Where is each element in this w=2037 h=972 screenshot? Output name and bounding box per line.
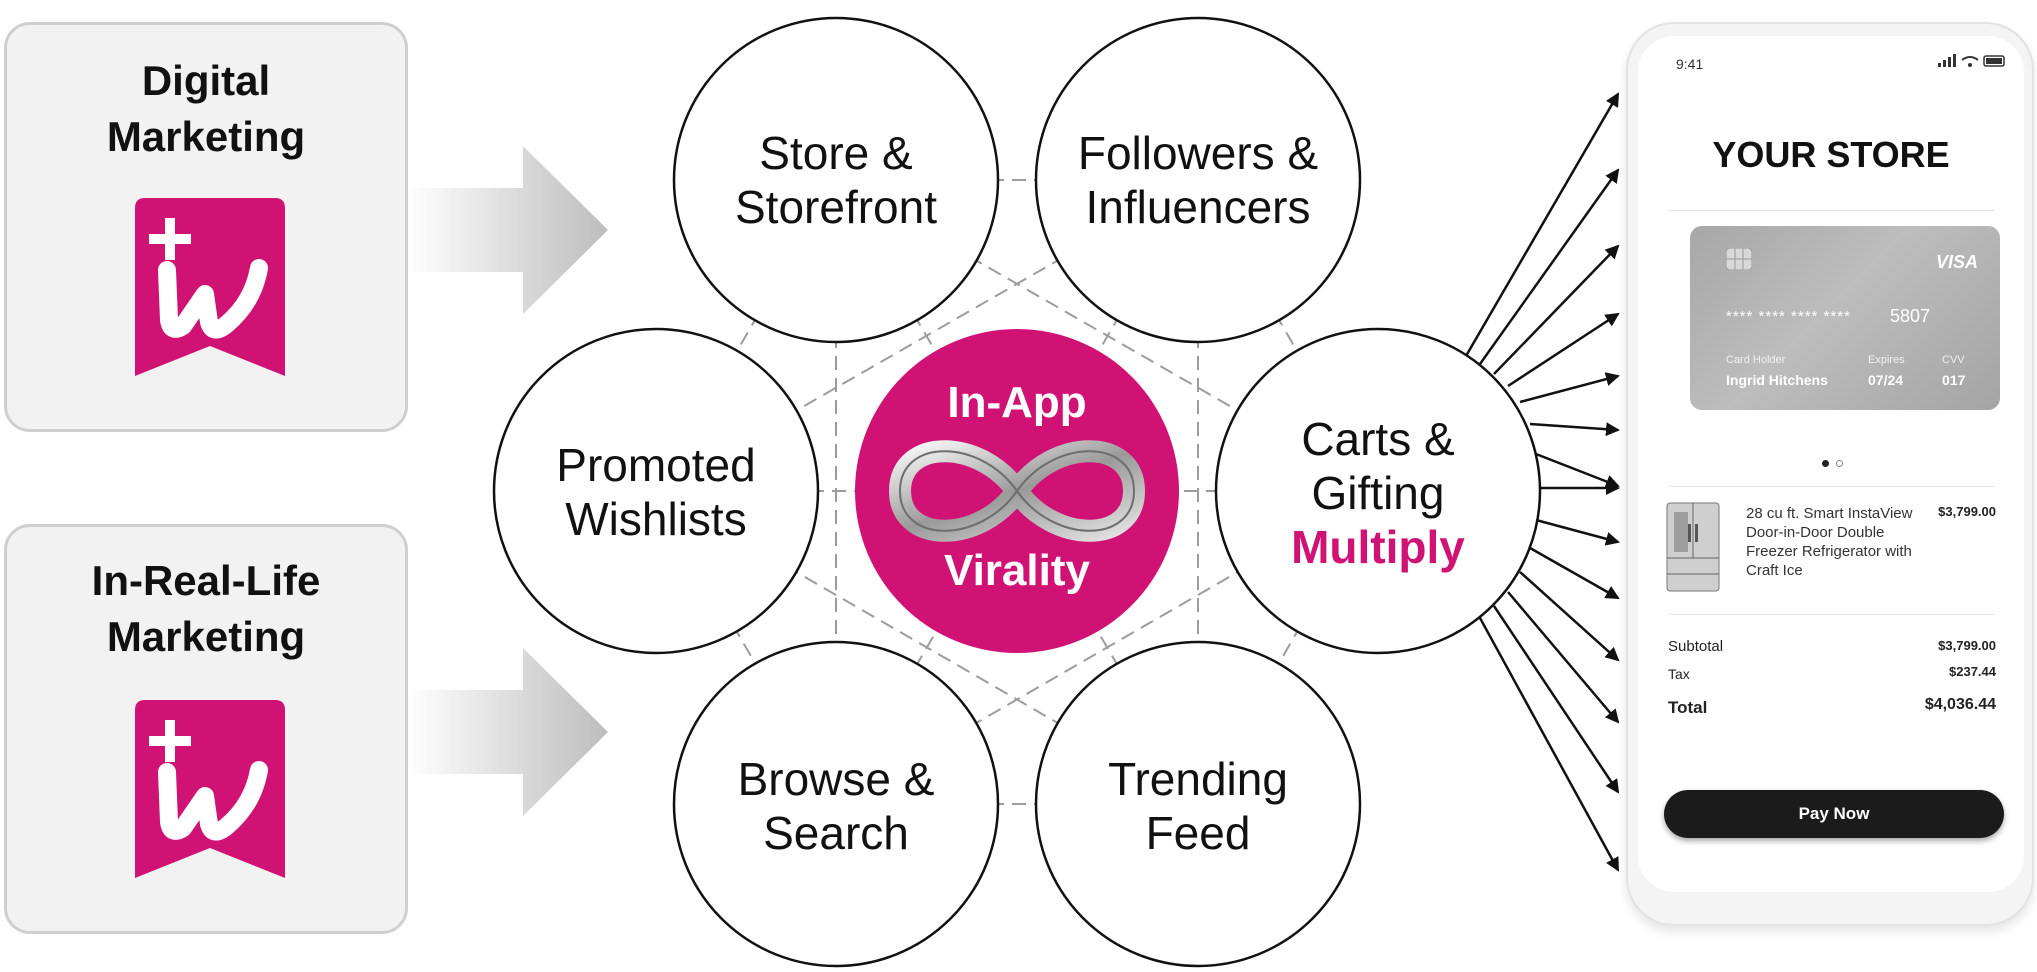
panel-title-line: In-Real-Life xyxy=(91,557,321,604)
divider xyxy=(1668,210,1994,211)
total-label: Total xyxy=(1668,698,1708,717)
store-circle xyxy=(672,16,1000,344)
expires-value: 07/24 xyxy=(1868,372,1904,388)
status-time: 9:41 xyxy=(1676,56,1704,72)
label-line: Influencers xyxy=(1085,181,1311,233)
wishlist-logo-icon xyxy=(135,700,285,878)
digital-marketing-panel: Digital Marketing xyxy=(4,22,408,432)
tax-value: $237.44 xyxy=(1949,664,1996,679)
label-line: Wishlists xyxy=(565,493,747,545)
infinity-icon xyxy=(888,440,1146,542)
carts-label: Carts & Gifting Multiply xyxy=(1218,412,1538,574)
label-line: Search xyxy=(763,807,909,859)
chip-icon xyxy=(1726,248,1752,270)
phone-screen: 9:41 YOUR STORE VISA **** **** **** ****… xyxy=(1638,36,2024,892)
browse-circle xyxy=(672,640,1000,968)
carousel-dot[interactable] xyxy=(1836,460,1843,467)
panel-title-line: Marketing xyxy=(106,113,306,160)
card-last4: 5807 xyxy=(1890,306,1931,326)
right-arrow-icon xyxy=(408,648,608,816)
credit-card[interactable]: VISA **** **** **** **** 5807 Card Holde… xyxy=(1690,226,2000,410)
divider xyxy=(1668,486,1994,487)
browse-label: Browse & Search xyxy=(676,752,996,860)
subtotal-label: Subtotal xyxy=(1668,638,1724,655)
multiply-label: Multiply xyxy=(1291,521,1465,573)
product-line: 28 cu ft. Smart InstaView xyxy=(1746,505,1913,522)
store-title: YOUR STORE xyxy=(1712,134,1950,175)
status-icons xyxy=(1938,54,2005,67)
label-line: Carts & xyxy=(1301,413,1455,465)
wishlist-logo-icon xyxy=(135,198,285,376)
divider xyxy=(1668,614,1994,615)
label-line: Storefront xyxy=(735,181,937,233)
product-price: $3,799.00 xyxy=(1938,504,1996,519)
center-bottom-label: Virality xyxy=(944,546,1090,595)
holder-label: Card Holder xyxy=(1726,354,1786,366)
subtotal-value: $3,799.00 xyxy=(1938,638,1996,653)
carts-circle xyxy=(1214,327,1542,655)
cvv-label: CVV xyxy=(1942,354,1965,366)
card-masked: **** **** **** **** xyxy=(1726,308,1851,325)
product-line: Craft Ice xyxy=(1746,562,1803,579)
label-line: Trending xyxy=(1108,753,1288,805)
trending-label: Trending Feed xyxy=(1038,752,1358,860)
followers-label: Followers & Influencers xyxy=(1038,126,1358,234)
irl-marketing-panel: In-Real-Life Marketing xyxy=(4,524,408,934)
expires-label: Expires xyxy=(1868,354,1905,366)
phone-mockup: 9:41 YOUR STORE VISA **** **** **** ****… xyxy=(1626,22,2034,926)
visa-logo: VISA xyxy=(1935,252,1978,272)
trending-circle xyxy=(1034,640,1362,968)
cvv-value: 017 xyxy=(1942,372,1966,388)
pay-now-button[interactable]: Pay Now xyxy=(1664,790,2004,838)
right-arrow-icon xyxy=(408,146,608,314)
total-value: $4,036.44 xyxy=(1924,696,1996,713)
fanout-arrows xyxy=(1464,92,1620,872)
holder-name: Ingrid Hitchens xyxy=(1726,372,1828,388)
promoted-label: Promoted Wishlists xyxy=(496,438,816,546)
center-top-label: In-App xyxy=(947,378,1087,427)
product-line: Freezer Refrigerator with xyxy=(1746,543,1912,560)
panel-title: Digital Marketing xyxy=(7,53,405,165)
panel-title: In-Real-Life Marketing xyxy=(7,553,405,665)
label-line: Store & xyxy=(759,127,913,179)
label-line: Browse & xyxy=(737,753,935,805)
carousel-dot-active[interactable] xyxy=(1822,460,1829,467)
label-line: Followers & xyxy=(1077,127,1319,179)
promoted-circle xyxy=(492,327,820,655)
store-label: Store & Storefront xyxy=(676,126,996,234)
followers-circle xyxy=(1034,16,1362,344)
tax-label: Tax xyxy=(1668,666,1690,682)
refrigerator-image xyxy=(1666,502,1720,592)
label-line: Promoted xyxy=(556,439,756,491)
panel-title-line: Marketing xyxy=(106,613,306,660)
product-name[interactable]: 28 cu ft. Smart InstaView Door-in-Door D… xyxy=(1746,504,1912,580)
panel-title-line: Digital xyxy=(141,57,271,104)
label-line: Feed xyxy=(1145,807,1251,859)
product-line: Door-in-Door Double xyxy=(1746,524,1885,541)
label-line: Gifting xyxy=(1311,467,1445,519)
